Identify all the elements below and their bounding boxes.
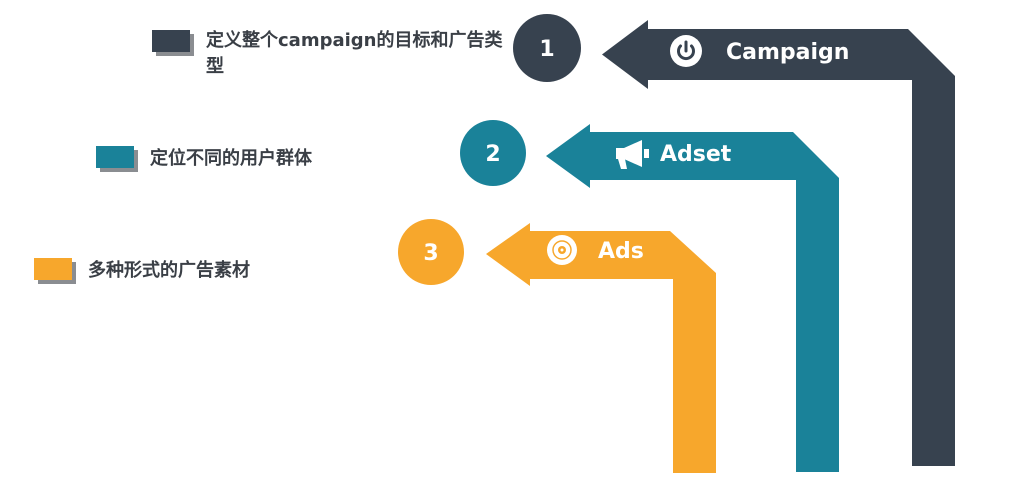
number-circle-3: 3	[398, 219, 464, 285]
campaign-swatch	[152, 30, 194, 56]
number-3: 3	[423, 241, 438, 266]
campaign-label: Campaign	[726, 40, 849, 65]
legend-text-campaign: 定义整个campaign的目标和广告类型	[206, 30, 503, 77]
adset-label: Adset	[660, 142, 732, 167]
legend-item-campaign: 定义整个campaign的目标和广告类型	[152, 30, 506, 80]
number-1: 1	[539, 37, 554, 62]
adset-arrow	[546, 124, 839, 472]
number-2: 2	[485, 142, 500, 167]
legend-item-ads: 多种形式的广告素材	[34, 258, 250, 284]
ads-swatch	[34, 258, 76, 284]
legend-item-adset: 定位不同的用户群体	[96, 146, 312, 172]
power-icon	[670, 35, 702, 67]
legend-text-ads: 多种形式的广告素材	[88, 260, 250, 281]
ads-label: Ads	[598, 239, 644, 264]
disc-icon	[547, 235, 577, 265]
campaign-arrow	[602, 20, 955, 466]
number-circle-2: 2	[460, 120, 526, 186]
megaphone-icon	[616, 140, 649, 169]
ads-arrow	[486, 223, 716, 473]
number-circle-1: 1	[513, 14, 581, 82]
legend-text-adset: 定位不同的用户群体	[150, 148, 312, 169]
adset-swatch	[96, 146, 138, 172]
